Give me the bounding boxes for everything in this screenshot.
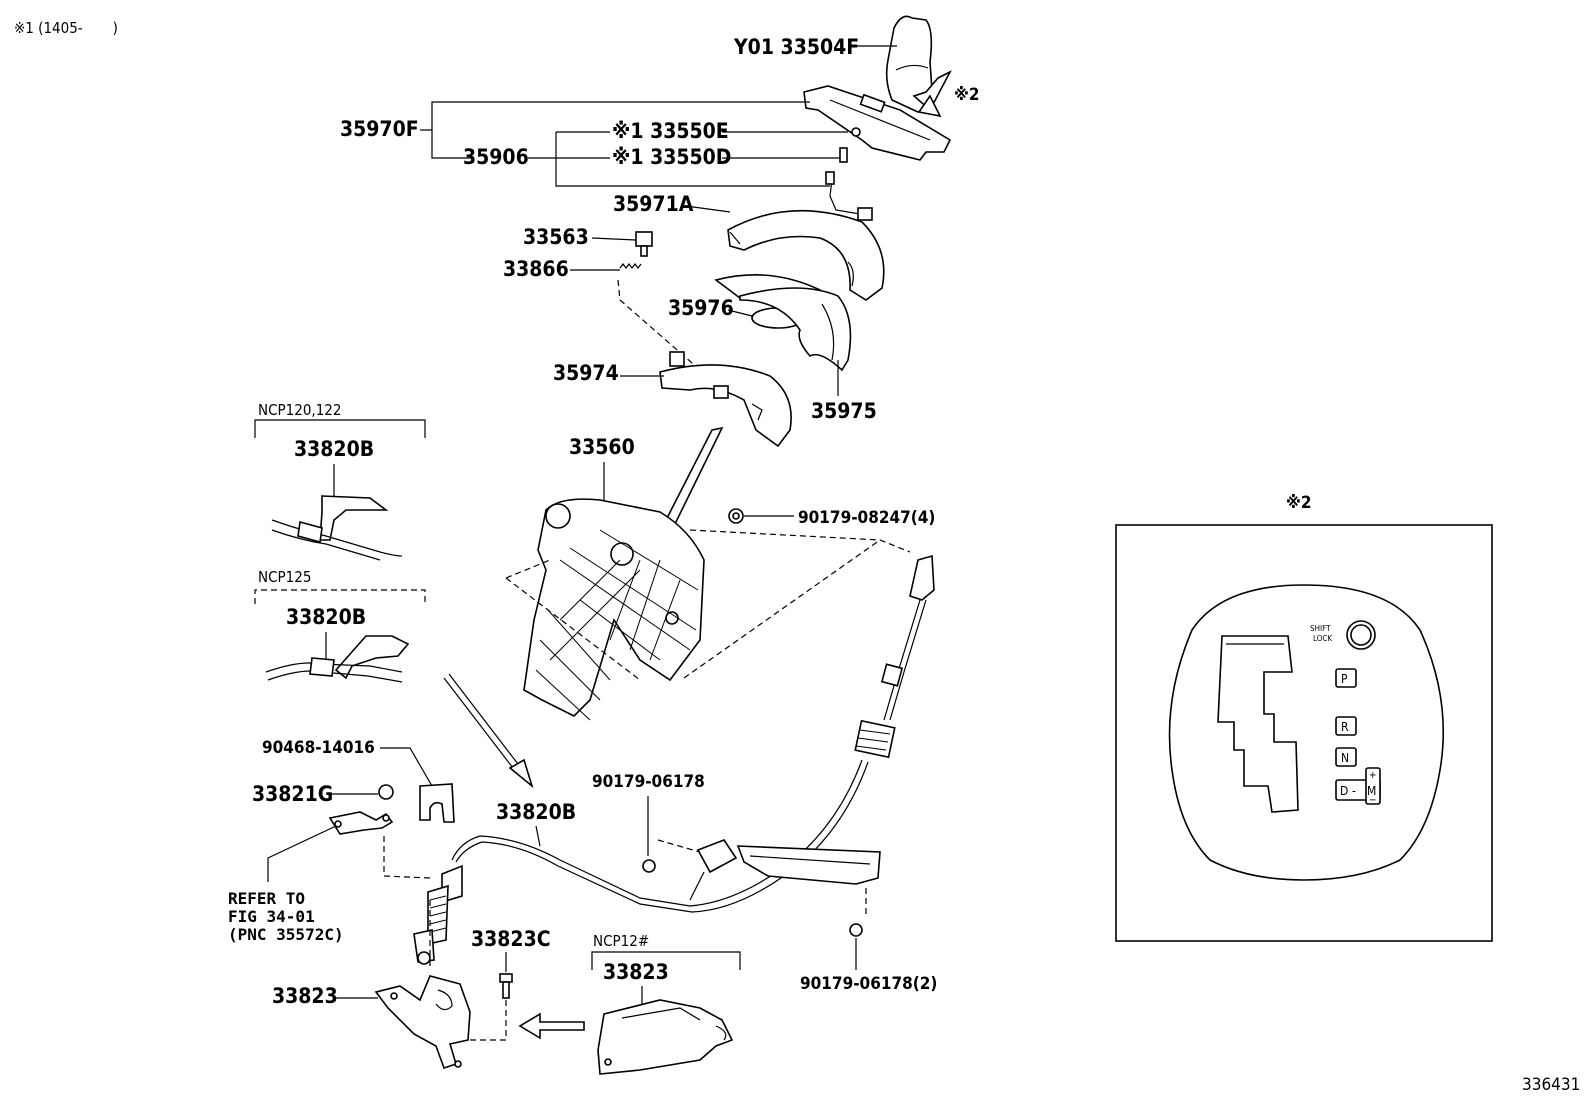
pos-d: D — [1340, 784, 1348, 798]
nut-33821G — [378, 784, 394, 800]
pos-n-box — [1335, 747, 1357, 767]
shift-lock-line-1: SHIFT — [1310, 624, 1331, 633]
variant-ncp125: NCP125 33820B — [254, 568, 426, 683]
cover-35971A — [727, 209, 885, 301]
label-35975: 35975 — [811, 399, 877, 423]
pos-n: N — [1341, 751, 1349, 765]
housing-35974 — [659, 351, 792, 448]
label-33550E: ※1 33550E — [612, 119, 729, 143]
label-90468-14016: 90468-14016 — [262, 738, 375, 758]
label-35976: 35976 — [668, 296, 734, 320]
label-33823C: 33823C — [471, 927, 551, 951]
variant-ncp125-part: 33820B — [286, 605, 366, 629]
shift-lever-assy-33560 — [523, 426, 724, 721]
variant-ncp120-title: NCP120,122 — [258, 401, 341, 419]
variant-ncp120-part: 33820B — [294, 437, 374, 461]
label-90179-06178-2: 90179-06178(2) — [800, 974, 937, 994]
variant-ncp12x: NCP12# 33823 — [591, 932, 741, 1075]
figure-id: 336431 — [1522, 1075, 1580, 1095]
nut-90179-08247 — [728, 508, 744, 524]
label-33563: 33563 — [523, 225, 589, 249]
indicator-plate — [803, 85, 952, 161]
nut-90179-06178-2 — [849, 923, 863, 937]
slide-35975 — [739, 287, 852, 372]
label-knob: Y01 33504F — [733, 35, 859, 59]
detail2-title: ※2 — [1286, 493, 1312, 513]
label-33866: 33866 — [503, 257, 569, 281]
detail2-panel: SHIFT LOCK P R N D - M + − — [1115, 524, 1493, 942]
label-35970F: 35970F — [340, 117, 419, 141]
pos-r: R — [1341, 720, 1349, 734]
pos-m: M — [1367, 784, 1376, 798]
shift-lock-line-2: LOCK — [1313, 634, 1332, 643]
bolt-33823C — [499, 973, 513, 999]
control-cable-33820B — [413, 554, 935, 965]
header-note: ※1 (1405- ) — [14, 19, 118, 37]
variant-ncp120: NCP120,122 33820B — [254, 401, 426, 561]
pointer-arrow — [443, 673, 534, 789]
label-35971A: 35971A — [613, 192, 694, 216]
label-90179-06178: 90179-06178 — [592, 772, 705, 792]
spring-33866 — [619, 263, 642, 269]
label-33821G: 33821G — [252, 782, 333, 806]
label-ref2-arrow: ※2 — [954, 85, 980, 105]
part-33563 — [635, 231, 653, 257]
socket-33550D — [839, 147, 848, 163]
wire-harness — [825, 171, 873, 221]
pos-p-box — [1335, 668, 1357, 688]
variant-ncp12x-part: 33823 — [603, 960, 669, 984]
variant-ncp125-title: NCP125 — [258, 568, 311, 586]
pos-plus: + — [1369, 770, 1377, 781]
refer-line-2: FIG 34-01 — [228, 907, 315, 926]
pos-r-box — [1335, 716, 1357, 736]
bracket-33823 — [374, 975, 471, 1070]
variant-ncp12x-title: NCP12# — [593, 932, 649, 950]
label-35974: 35974 — [553, 361, 619, 385]
refer-line-1: REFER TO — [228, 889, 305, 908]
pos-dash: - — [1352, 784, 1356, 798]
pos-p: P — [1341, 672, 1348, 686]
ref2-arrow — [912, 70, 952, 118]
nut-90179-06178 — [642, 859, 656, 873]
cable-bracket — [328, 811, 394, 835]
label-33560: 33560 — [569, 435, 635, 459]
bulb-33550E — [851, 127, 861, 137]
refer-line-3: (PNC 35572C) — [228, 925, 344, 944]
clip-90468-14016 — [419, 783, 455, 823]
hollow-arrow — [518, 1012, 585, 1040]
shift-knob — [885, 15, 934, 113]
label-33823-left: 33823 — [272, 984, 338, 1008]
label-33550D: ※1 33550D — [612, 145, 732, 169]
label-35906: 35906 — [463, 145, 529, 169]
label-33820B-main: 33820B — [496, 800, 576, 824]
pos-minus: − — [1369, 795, 1377, 806]
label-90179-08247: 90179-08247(4) — [798, 508, 935, 528]
